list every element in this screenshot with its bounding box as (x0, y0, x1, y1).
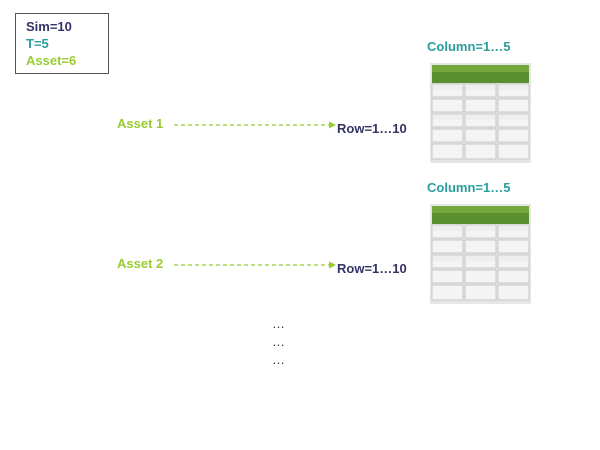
ellipsis-1: … (272, 316, 285, 331)
ellipsis-3: … (272, 352, 285, 367)
t-parameter: T=5 (26, 36, 49, 51)
ellipsis-2: … (272, 334, 285, 349)
column-label-1: Column=1…5 (427, 39, 511, 54)
row-label-2: Row=1…10 (337, 261, 407, 276)
parameter-box: Sim=10 T=5 Asset=6 (15, 13, 109, 74)
column-label-2: Column=1…5 (427, 180, 511, 195)
asset-parameter: Asset=6 (26, 53, 77, 68)
sim-parameter: Sim=10 (26, 19, 72, 34)
dashed-arrow-icon (174, 121, 336, 129)
dashed-arrow-icon (174, 261, 336, 269)
asset-label-2: Asset 2 (117, 256, 164, 271)
asset-label-1: Asset 1 (117, 116, 164, 131)
row-label-1: Row=1…10 (337, 121, 407, 136)
table-icon (430, 204, 531, 304)
table-icon (430, 63, 531, 163)
